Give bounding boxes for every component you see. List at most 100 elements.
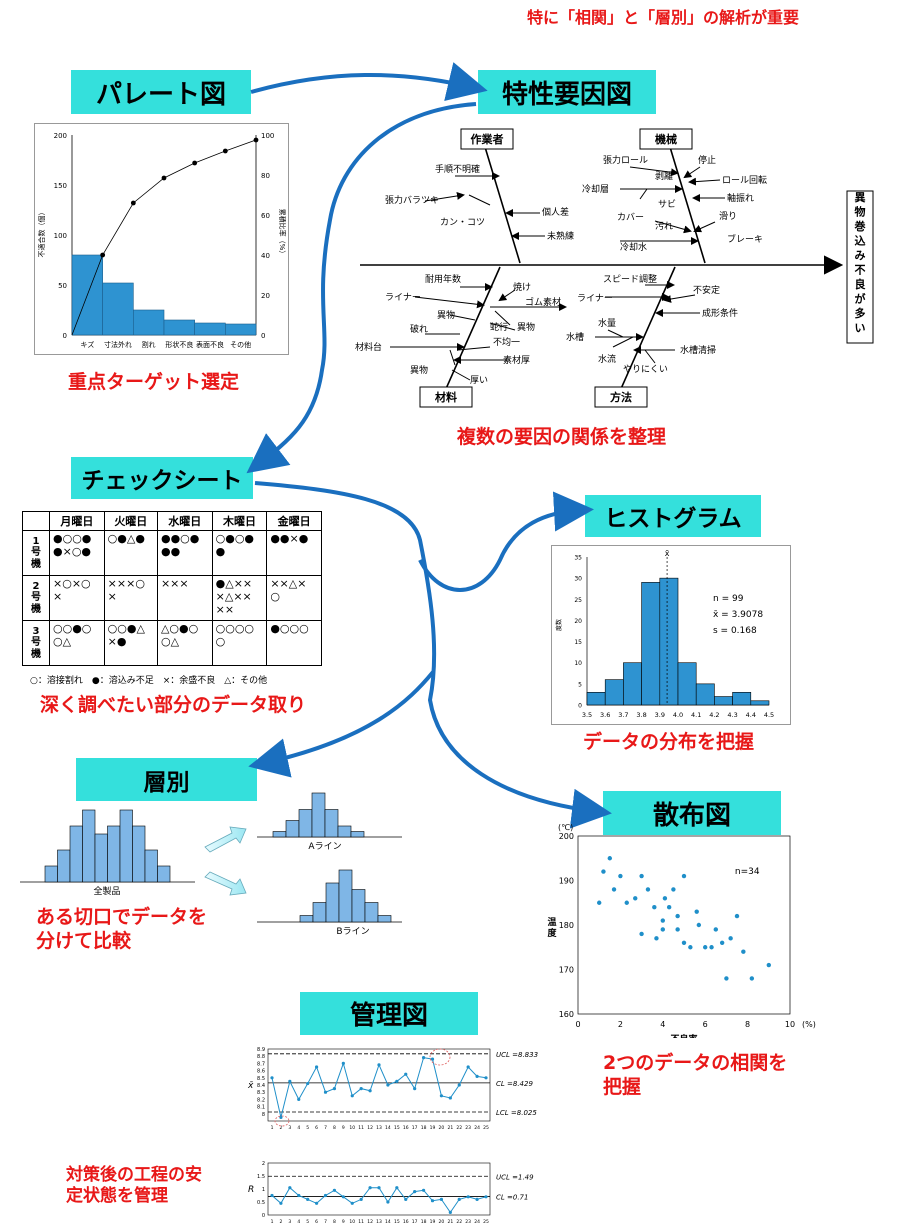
control-xtick: 3 bbox=[288, 1125, 291, 1131]
pareto-ylabel-left: 不適合数（個） bbox=[37, 209, 46, 258]
control-xtick: 4 bbox=[297, 1125, 300, 1131]
control-xtick: 4 bbox=[297, 1219, 300, 1225]
control-point bbox=[306, 1197, 310, 1201]
stratification-title: 層別 bbox=[76, 758, 257, 801]
cs-header-wed: 水曜日 bbox=[156, 511, 213, 531]
scatter-ytick: 180 bbox=[559, 921, 574, 930]
scatter-title: 散布図 bbox=[603, 791, 781, 835]
control-xtick: 24 bbox=[474, 1125, 480, 1131]
cause-method-2: 不安定 bbox=[693, 284, 720, 296]
cause-method-5: 水槽 bbox=[566, 331, 584, 343]
control-xtick: 13 bbox=[376, 1125, 382, 1131]
scatter-point bbox=[611, 887, 617, 892]
control-ytick: 8.5 bbox=[257, 1076, 265, 1082]
control-point bbox=[395, 1079, 399, 1083]
control-xtick: 15 bbox=[394, 1125, 400, 1131]
cs-cell: ○○●△×● bbox=[103, 620, 158, 666]
control-xtick: 9 bbox=[342, 1219, 345, 1225]
scatter-point bbox=[666, 905, 672, 910]
cs-cell: ●○○●●×○● bbox=[49, 530, 105, 576]
hist-bar bbox=[714, 696, 733, 706]
cause-material-11: 異物 bbox=[410, 364, 428, 376]
scatter-point bbox=[618, 873, 623, 879]
control-xtick: 20 bbox=[439, 1125, 445, 1131]
control-limit-label: LCL =8.025 bbox=[496, 1109, 537, 1117]
cs-header-mon: 月曜日 bbox=[49, 511, 105, 531]
control-xtick: 17 bbox=[412, 1125, 418, 1131]
cause-material-6: 異物 bbox=[517, 321, 535, 333]
hist-xtick: 3.7 bbox=[618, 711, 628, 719]
pareto-cumulative-point bbox=[253, 137, 259, 143]
strat-arrow-a bbox=[204, 826, 247, 853]
control-xtick: 19 bbox=[430, 1125, 436, 1131]
pareto-caption: 重点ターゲット選定 bbox=[68, 371, 240, 393]
control-point bbox=[323, 1090, 328, 1094]
control-ytick: 8.7 bbox=[257, 1061, 265, 1067]
hist-xtick: 3.8 bbox=[636, 711, 646, 719]
control-point bbox=[288, 1079, 292, 1083]
cause-method-3: 成形条件 bbox=[702, 307, 738, 319]
hist-ytick: 5 bbox=[578, 681, 582, 688]
scatter-point bbox=[724, 976, 729, 981]
scatter-xlabel: 不良率 bbox=[670, 1033, 697, 1038]
cause-material-1: 焼け bbox=[513, 282, 531, 293]
hist-ylabel: 度数 bbox=[555, 619, 563, 631]
cs-cell: ○○○○○ bbox=[211, 620, 268, 666]
control-frame bbox=[267, 1048, 491, 1122]
control-xtick: 19 bbox=[430, 1219, 436, 1225]
control-point bbox=[368, 1089, 372, 1093]
hist-xtick: 4.3 bbox=[727, 711, 737, 719]
strat-bar bbox=[324, 809, 339, 838]
control-point bbox=[350, 1094, 354, 1098]
cause-worker-4: 未熟練 bbox=[547, 230, 574, 242]
scatter-xtick: 4 bbox=[660, 1020, 665, 1029]
pareto-ytick-left: 100 bbox=[54, 232, 67, 240]
cause-material-3: ゴム素材 bbox=[525, 296, 561, 308]
pareto-bar bbox=[163, 319, 195, 336]
cs-cell: △○●○○△ bbox=[156, 620, 213, 666]
scatter-point bbox=[703, 945, 708, 950]
control-xtick: 14 bbox=[385, 1219, 391, 1225]
cs-header-tue: 火曜日 bbox=[103, 511, 158, 531]
control-point bbox=[430, 1199, 435, 1203]
scatter-point bbox=[662, 896, 668, 901]
scatter-point bbox=[601, 869, 606, 874]
cause-machine-11: ブレーキ bbox=[727, 233, 763, 245]
control-series-line bbox=[271, 1057, 487, 1118]
pareto-xtick: キズ bbox=[80, 340, 94, 349]
hist-ytick: 0 bbox=[578, 703, 582, 710]
strat-bar bbox=[107, 825, 121, 883]
control-ylabel: x̄ bbox=[247, 1081, 254, 1091]
control-xtick: 21 bbox=[447, 1219, 453, 1225]
control-xtick: 11 bbox=[358, 1219, 364, 1225]
control-point bbox=[421, 1056, 426, 1060]
control-xtick: 3 bbox=[288, 1219, 291, 1225]
hist-bar bbox=[604, 679, 624, 706]
scatter-point bbox=[675, 913, 680, 919]
scatter-xtick: 2 bbox=[618, 1020, 623, 1029]
cause-method-1: ライナー bbox=[577, 293, 613, 304]
hist-mean-label: x̄ bbox=[665, 549, 670, 558]
control-point bbox=[297, 1097, 301, 1101]
strat-bar bbox=[338, 869, 353, 923]
control-xtick: 16 bbox=[403, 1219, 409, 1225]
pareto-ytick-left: 150 bbox=[54, 182, 67, 190]
hist-ytick: 15 bbox=[574, 639, 582, 646]
control-xtick: 10 bbox=[349, 1125, 355, 1131]
scatter-xtick: 10 bbox=[785, 1020, 795, 1029]
scatter-point bbox=[652, 905, 657, 910]
cs-cell: ●●×● bbox=[266, 530, 322, 576]
scatter-point bbox=[660, 918, 665, 923]
control-ytick: 8.8 bbox=[257, 1054, 265, 1060]
control-point bbox=[475, 1074, 479, 1078]
fishbone-cat-material: 材料 bbox=[435, 390, 457, 404]
control-xtick: 8 bbox=[333, 1219, 336, 1225]
strat-bar bbox=[351, 889, 366, 923]
control-point bbox=[413, 1087, 417, 1091]
strat-bar bbox=[157, 865, 171, 883]
pareto-bar bbox=[133, 309, 165, 336]
